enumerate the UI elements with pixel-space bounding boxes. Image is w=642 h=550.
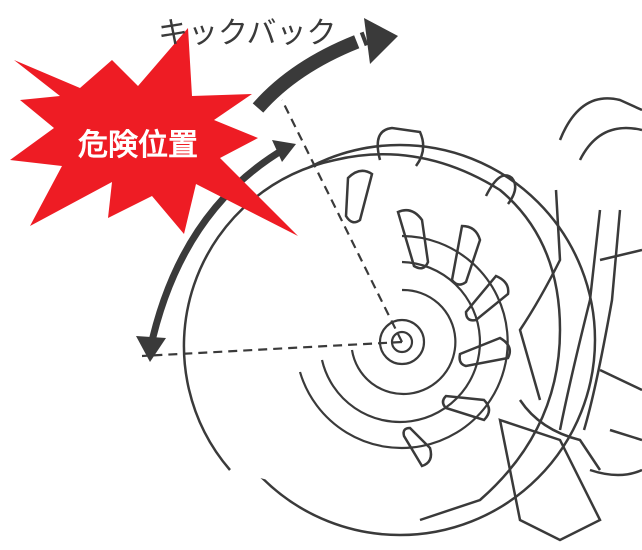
kickback-arrowhead-icon [364,18,398,64]
kickback-arrow-icon [252,27,381,113]
saw-body-and-operator [376,97,642,542]
danger-position-label: 危険位置 [78,128,198,163]
dashed-angle-lines [141,99,403,358]
arrowhead-down-icon [136,336,166,362]
danger-range-arrow-icon [146,144,288,351]
danger-starburst-icon [10,28,298,236]
blade-guard [182,153,562,522]
arrowhead-up-icon [272,140,296,162]
kickback-label: キックバック [158,16,337,51]
